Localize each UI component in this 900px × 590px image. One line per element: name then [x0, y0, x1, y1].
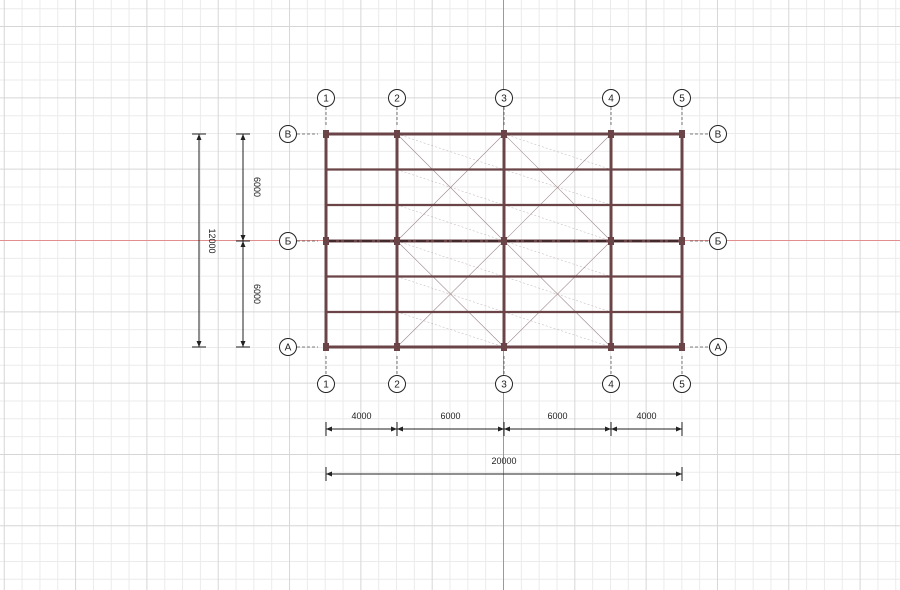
dimension-arrow	[196, 134, 202, 140]
bracing-line	[503, 204, 612, 242]
dimension-label-b-a: 6000	[252, 284, 262, 304]
bracing-line	[396, 169, 505, 206]
axis-marker-4-top[interactable]: 4	[602, 89, 620, 107]
bracing-line	[503, 240, 612, 348]
dimension-arrow	[397, 426, 403, 432]
bracing-line	[503, 133, 612, 170]
dimension-arrow	[240, 341, 246, 347]
steel-frame	[297, 107, 709, 375]
axis-marker-v-left[interactable]: В	[279, 125, 297, 143]
axis-label: 5	[679, 380, 685, 391]
dimension-arrow	[326, 426, 332, 432]
bracing-line	[396, 311, 505, 348]
column-node	[394, 237, 400, 245]
bracing-line	[396, 240, 505, 348]
axis-marker-3-bottom[interactable]: 3	[495, 375, 513, 393]
dimension-label-2-3: 6000	[440, 411, 460, 421]
axis-label: 2	[394, 380, 400, 391]
column-node	[608, 130, 614, 138]
bracing-line	[396, 133, 505, 242]
dimension-arrow	[326, 471, 332, 477]
axis-marker-5-bottom[interactable]: 5	[673, 375, 691, 393]
bracing-line	[503, 276, 612, 313]
axis-label: 4	[608, 380, 614, 391]
dimension-arrow	[196, 341, 202, 347]
bracing-line	[503, 133, 612, 242]
axis-marker-4-bottom[interactable]: 4	[602, 375, 620, 393]
axis-label: А	[285, 343, 292, 354]
column-node	[608, 343, 614, 351]
dimension-arrow	[504, 426, 510, 432]
axis-label: Б	[715, 237, 722, 248]
axis-label: 3	[501, 94, 507, 105]
axis-label: 1	[323, 94, 329, 105]
axis-label: 2	[394, 94, 400, 105]
dimension-label-1-2: 4000	[351, 411, 371, 421]
axis-marker-5-top[interactable]: 5	[673, 89, 691, 107]
dimension-lines	[192, 133, 683, 481]
axis-marker-2-top[interactable]: 2	[388, 89, 406, 107]
column-node	[394, 130, 400, 138]
axis-label: 5	[679, 94, 685, 105]
dimension-arrow	[391, 426, 397, 432]
cross-bracing	[396, 133, 612, 348]
axis-label: В	[285, 130, 292, 141]
dimension-arrow	[676, 471, 682, 477]
bracing-line	[503, 169, 612, 206]
axis-label: 4	[608, 94, 614, 105]
dimension-label-4-5: 4000	[636, 411, 656, 421]
axis-markers: 1 2 3 4 5 1 2 3	[279, 89, 727, 393]
axis-marker-1-top[interactable]: 1	[317, 89, 335, 107]
dimension-label-overall-y: 12000	[207, 228, 217, 253]
column-node	[679, 130, 685, 138]
bracing-line	[396, 204, 505, 242]
column-node	[323, 237, 329, 245]
bracing-line	[396, 133, 505, 170]
dimension-labels: 4000 6000 6000 4000 20000 6000 6000 1200…	[207, 177, 657, 466]
dimension-label-v-b: 6000	[252, 177, 262, 197]
column-node	[394, 343, 400, 351]
dimension-arrow	[611, 426, 617, 432]
axis-marker-1-bottom[interactable]: 1	[317, 375, 335, 393]
dimension-arrow	[240, 134, 246, 140]
axis-marker-2-bottom[interactable]: 2	[388, 375, 406, 393]
column-node	[608, 237, 614, 245]
dimension-label-overall-x: 20000	[491, 456, 516, 466]
column-node	[323, 343, 329, 351]
bracing-line	[503, 240, 612, 277]
column-node	[679, 237, 685, 245]
axis-label: А	[715, 343, 722, 354]
axis-marker-3-top[interactable]: 3	[495, 89, 513, 107]
column-node	[501, 237, 507, 245]
column-node	[679, 343, 685, 351]
bracing-line	[396, 276, 505, 313]
axis-label: Б	[285, 237, 292, 248]
dimension-arrow	[240, 241, 246, 247]
dimension-arrow	[605, 426, 611, 432]
dimension-label-3-4: 6000	[547, 411, 567, 421]
axis-marker-b-right[interactable]: Б	[709, 232, 727, 250]
axis-marker-b-left[interactable]: Б	[279, 232, 297, 250]
axis-label: 1	[323, 380, 329, 391]
dimension-arrow	[676, 426, 682, 432]
axis-label: В	[715, 130, 722, 141]
bracing-line	[396, 240, 505, 277]
axis-marker-a-left[interactable]: А	[279, 338, 297, 356]
bracing-line	[503, 311, 612, 348]
column-node	[323, 130, 329, 138]
axis-marker-v-right[interactable]: В	[709, 125, 727, 143]
axis-marker-a-right[interactable]: А	[709, 338, 727, 356]
column-node	[501, 130, 507, 138]
column-node	[501, 343, 507, 351]
dimension-arrow	[240, 235, 246, 241]
dimension-arrow	[498, 426, 504, 432]
axis-label: 3	[501, 380, 507, 391]
